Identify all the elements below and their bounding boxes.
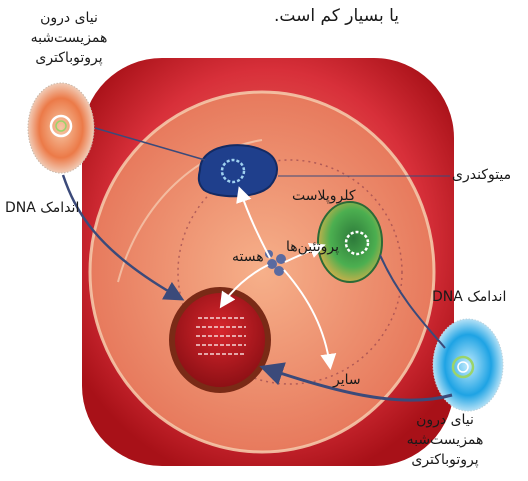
protobacterium-top	[28, 83, 94, 173]
protobacteria-top-label: نیای درون همزیست‌شبه پروتوباکتری	[14, 8, 124, 68]
organelle-dna-right-label: DNA اندامک	[432, 287, 506, 307]
other-label: سایر	[333, 370, 361, 390]
caption-fragment: یا بسیار کم است.	[274, 6, 399, 26]
proteins-label: پروتئین‌ها	[286, 237, 339, 257]
protobacteria-bottom-label: نیای درون همزیست‌شبه پروتوباکتری	[390, 410, 500, 470]
nucleus-shape	[172, 290, 268, 390]
mitochondria-shape	[199, 145, 277, 196]
nucleus-label: هسته	[232, 247, 264, 267]
chloroplast-label: کلروپلاست	[292, 186, 356, 206]
mitochondria-label: میتوکندری	[452, 165, 511, 185]
organelle-dna-left-label: DNA اندامک	[5, 198, 79, 218]
